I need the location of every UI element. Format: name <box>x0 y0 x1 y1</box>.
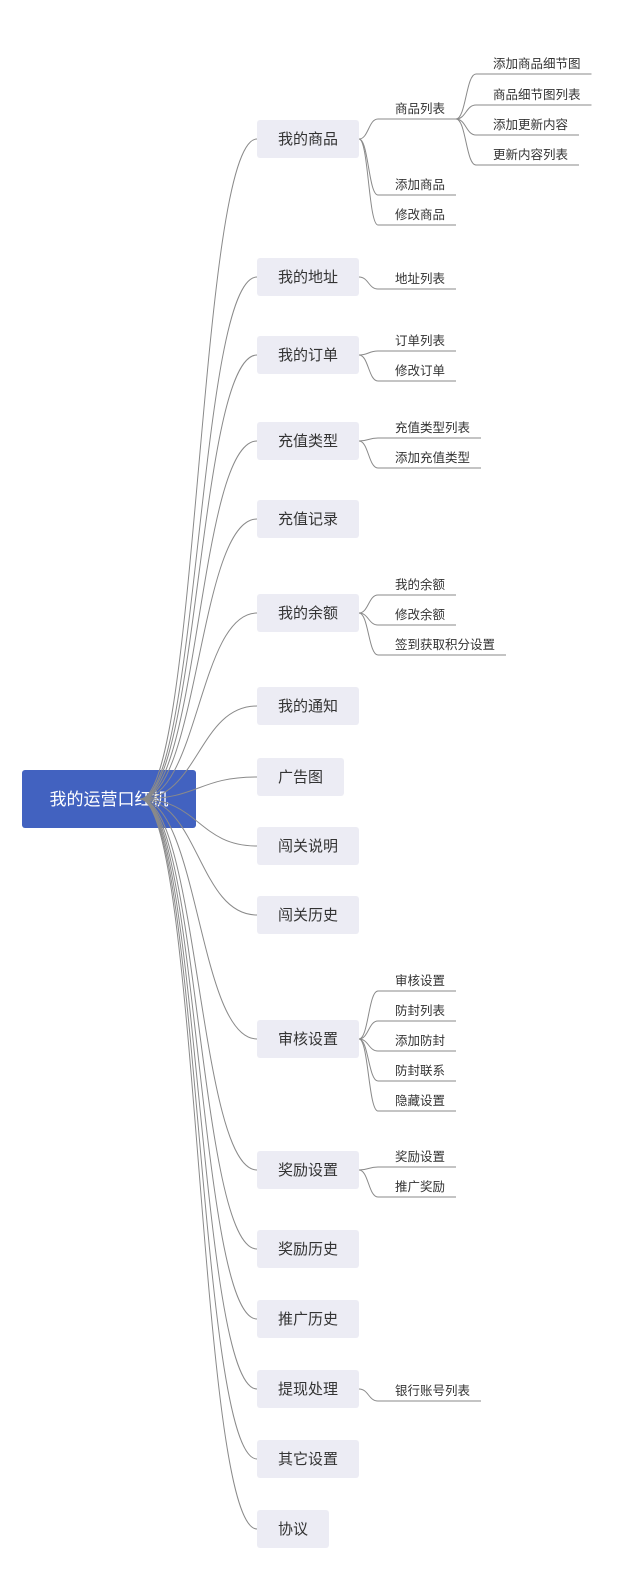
branch-node-box[interactable] <box>257 336 359 374</box>
grandchild-node-label[interactable]: 添加商品细节图 <box>493 56 581 71</box>
child-node-label[interactable]: 审核设置 <box>395 973 445 988</box>
child-connector <box>358 1038 379 1112</box>
branch-connector <box>139 276 258 800</box>
child-connector <box>358 612 379 656</box>
child-node-label[interactable]: 商品列表 <box>395 101 446 116</box>
branch-node-box[interactable] <box>257 422 359 460</box>
branch-connector <box>139 798 258 1530</box>
grandchild-connector <box>455 73 477 120</box>
branch-node-box[interactable] <box>257 500 359 538</box>
child-node-label[interactable]: 银行账号列表 <box>395 1383 471 1398</box>
branch-node-box[interactable] <box>257 1020 359 1058</box>
root-node-box[interactable] <box>22 770 196 828</box>
grandchild-node-label[interactable]: 商品细节图列表 <box>493 87 581 102</box>
branch-node-label: 奖励历史 <box>278 1240 338 1258</box>
branch-node-box[interactable] <box>257 120 359 158</box>
grandchild-node-label[interactable]: 更新内容列表 <box>493 147 569 162</box>
child-node-label[interactable]: 防封列表 <box>395 1003 446 1018</box>
child-node-label[interactable]: 订单列表 <box>395 333 446 348</box>
branch-node-label: 广告图 <box>278 768 323 786</box>
branch-node-box[interactable] <box>257 1370 359 1408</box>
child-connector <box>358 276 379 290</box>
child-connector <box>358 138 379 226</box>
child-node-label[interactable]: 我的余额 <box>395 577 446 592</box>
branch-node-label: 我的余额 <box>278 604 338 622</box>
child-connector <box>358 1169 379 1198</box>
branch-connector <box>139 612 258 800</box>
branch-node-label: 我的商品 <box>278 130 338 148</box>
child-node-label[interactable]: 地址列表 <box>395 271 446 286</box>
branch-connector <box>139 518 258 800</box>
branch-node-box[interactable] <box>257 1440 359 1478</box>
child-node-label[interactable]: 推广奖励 <box>395 1179 445 1194</box>
branch-node-label: 我的通知 <box>278 697 338 715</box>
branch-node-label: 审核设置 <box>278 1030 338 1048</box>
child-connector <box>358 118 379 140</box>
branch-connector <box>139 798 258 1320</box>
branch-node-label: 我的地址 <box>278 268 338 286</box>
branch-node-box[interactable] <box>257 594 359 632</box>
branch-connector <box>139 798 258 1171</box>
child-node-label[interactable]: 修改订单 <box>395 363 445 378</box>
branch-connector <box>139 138 258 800</box>
branch-node-label: 协议 <box>278 1520 308 1538</box>
child-connector <box>358 1020 379 1040</box>
branch-node-box[interactable] <box>257 827 359 865</box>
child-connector <box>358 990 379 1040</box>
grandchild-connector <box>455 104 477 120</box>
branch-node-label: 推广历史 <box>278 1310 338 1328</box>
branch-connector <box>139 440 258 800</box>
branch-node-label: 闯关说明 <box>278 837 338 855</box>
child-node-label[interactable]: 修改商品 <box>395 207 445 222</box>
branch-node-label: 其它设置 <box>278 1450 338 1468</box>
child-node-label[interactable]: 签到获取积分设置 <box>395 637 495 652</box>
branch-node-label: 闯关历史 <box>278 906 338 924</box>
branch-connector <box>139 798 258 1040</box>
branch-connector <box>139 798 258 1250</box>
child-connector <box>358 138 379 196</box>
grandchild-node-label[interactable]: 添加更新内容 <box>493 117 568 132</box>
root-node-label: 我的运营口红机 <box>50 790 169 810</box>
child-node-label[interactable]: 防封联系 <box>395 1063 445 1078</box>
branch-node-box[interactable] <box>257 896 359 934</box>
branch-node-box[interactable] <box>257 687 359 725</box>
grandchild-connector <box>455 118 477 166</box>
branch-node-label: 提现处理 <box>278 1380 338 1398</box>
branch-connector <box>139 798 258 1390</box>
branch-node-label: 充值类型 <box>278 432 338 450</box>
branch-connector <box>139 354 258 800</box>
child-connector <box>358 437 379 442</box>
branch-node-box[interactable] <box>257 1300 359 1338</box>
child-node-label[interactable]: 添加防封 <box>395 1033 445 1048</box>
child-node-label[interactable]: 修改余额 <box>395 607 446 622</box>
branch-connector <box>139 705 258 800</box>
child-node-label[interactable]: 添加商品 <box>395 177 445 192</box>
branch-connector <box>139 798 258 916</box>
child-node-label[interactable]: 充值类型列表 <box>395 420 471 435</box>
branch-connector <box>139 776 258 800</box>
child-connector <box>358 1166 379 1171</box>
branch-node-box[interactable] <box>257 258 359 296</box>
branch-node-box[interactable] <box>257 1510 329 1548</box>
child-connector <box>358 1388 379 1402</box>
branch-node-box[interactable] <box>257 1230 359 1268</box>
child-connector <box>358 350 379 356</box>
grandchild-connector <box>455 118 477 136</box>
branch-node-box[interactable] <box>257 758 344 796</box>
child-node-label[interactable]: 隐藏设置 <box>395 1093 445 1108</box>
branch-connector <box>139 798 258 847</box>
child-connector <box>358 354 379 382</box>
branch-connector <box>139 798 258 1460</box>
child-connector <box>358 440 379 469</box>
branch-node-label: 奖励设置 <box>278 1161 338 1179</box>
child-connector <box>358 594 379 614</box>
child-node-label[interactable]: 添加充值类型 <box>395 450 470 465</box>
branch-node-label: 充值记录 <box>278 510 338 528</box>
child-node-label[interactable]: 奖励设置 <box>395 1149 445 1164</box>
branch-node-box[interactable] <box>257 1151 359 1189</box>
branch-node-label: 我的订单 <box>278 346 338 364</box>
